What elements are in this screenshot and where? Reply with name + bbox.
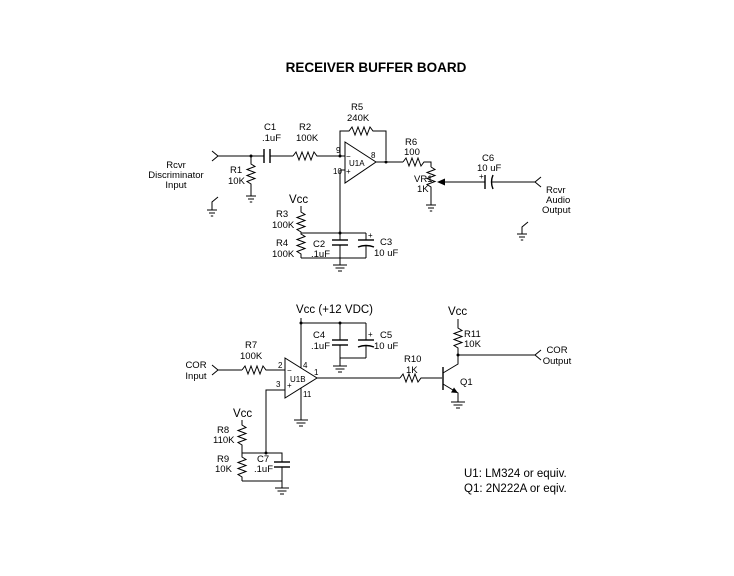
u1b-pin-vcc: 4 [303,361,308,370]
c3-name: C3 [380,237,392,248]
u1b-pin-out: 1 [314,368,319,377]
r10-resistor [399,372,442,384]
r7-value: 100K [240,351,263,362]
r3-r4-divider [295,206,307,258]
c5-name: C5 [380,330,392,341]
r5-name: R5 [351,102,363,113]
c6-capacitor [484,174,535,190]
u1b-pin-noninv: 3 [276,380,281,389]
r1-name: R1 [230,165,242,176]
r10-value: 1K [406,365,418,376]
r9-value: 10K [215,464,233,475]
r1-resistor [245,156,257,203]
r8-r9-divider [236,420,248,481]
r4-value: 100K [272,249,295,260]
r6-value: 100 [404,147,420,158]
r3-name: R3 [276,209,288,220]
page-title: RECEIVER BUFFER BOARD [286,60,467,75]
vcc-q-label: Vcc [448,306,467,318]
r2-resistor [292,150,340,162]
c1-name: C1 [264,122,276,133]
u1b-pin-gnd: 11 [303,390,312,399]
u1b-opamp: − + [284,357,318,420]
r1-value: 10K [228,176,246,187]
vr1-value: 1K [417,184,429,195]
r3-value: 100K [272,220,295,231]
cor-output-label-2: Output [543,356,572,367]
c5-polarity: + [368,330,373,339]
c3-polarity: + [368,231,373,240]
r7-resistor [241,364,285,376]
r11-value: 10K [464,339,482,350]
receiver-output-connector [516,176,542,241]
r8-value: 110K [213,435,235,446]
vcc-divider-label: Vcc [233,408,252,420]
c7-name: C7 [257,454,269,465]
c2-value: .1uF [311,249,330,260]
r6-resistor [402,156,432,168]
svg-text:+: + [287,381,292,390]
c6-value: 10 uF [477,163,501,174]
u1a-pin-inv: 9 [336,146,341,155]
r2-value: 100K [296,133,319,144]
c5-capacitor [357,323,375,358]
c5-value: 10 uF [374,341,398,352]
c2-capacitor [332,239,348,265]
cor-input-connector [211,364,219,376]
receiver-input-label-3: Input [165,180,186,191]
svg-text:−: − [346,152,351,161]
vr1-wiper-arrow-icon [437,178,445,186]
receiver-output-label-1: Rcvr [546,185,566,196]
q1-name: Q1 [460,377,473,388]
cor-output-label-1: COR [546,345,567,356]
c4-value: .1uF [311,341,330,352]
c6-name: C6 [482,153,494,164]
r2-name: R2 [299,122,311,133]
c4-capacitor [332,323,348,366]
u1a-name: U1A [349,159,365,168]
r4-name: R4 [276,238,288,249]
vcc-main-label: Vcc (+12 VDC) [296,304,373,316]
u1b-name: U1B [290,375,306,384]
c1-capacitor [263,149,293,163]
u1a-pin-out: 8 [371,151,376,160]
c3-value: 10 uF [374,248,398,259]
r5-value: 240K [347,113,370,124]
c7-value: .1uF [254,464,273,475]
r11-name: R11 [464,329,481,340]
r11-resistor [452,319,464,355]
note-u1: U1: LM324 or equiv. [464,468,567,480]
receiver-output-label-2: Audio [546,195,570,206]
r10-name: R10 [404,354,421,365]
receiver-input-connector [206,150,219,217]
vr1-name: VR1 [414,174,432,185]
c1-value: .1uF [262,133,281,144]
vcc-label-receiver: Vcc [289,194,308,206]
r8-name: R8 [217,425,229,436]
receiver-input-label-2: Discriminator [148,170,203,181]
cor-output-connector [534,349,542,361]
receiver-input-label-1: Rcvr [166,160,186,171]
u1a-opamp: − + [340,141,377,184]
q1-transistor [442,355,459,402]
r6-name: R6 [405,137,417,148]
receiver-output-label-3: Output [542,205,571,216]
r9-name: R9 [217,454,229,465]
c6-polarity: + [479,172,484,181]
cor-input-label-1: COR [185,360,206,371]
c7-capacitor [266,452,290,481]
cor-input-label-2: Input [185,371,206,382]
c4-name: C4 [313,330,325,341]
svg-text:+: + [346,167,351,176]
r7-name: R7 [245,340,257,351]
c3-capacitor [357,233,375,258]
c2-name: C2 [313,239,325,250]
u1b-pin-inv: 2 [278,361,283,370]
u1a-pin-noninv: 10 [333,167,342,176]
vr1-potentiometer [425,166,437,205]
note-q1: Q1: 2N222A or eqiv. [464,483,567,495]
svg-text:−: − [287,366,292,375]
